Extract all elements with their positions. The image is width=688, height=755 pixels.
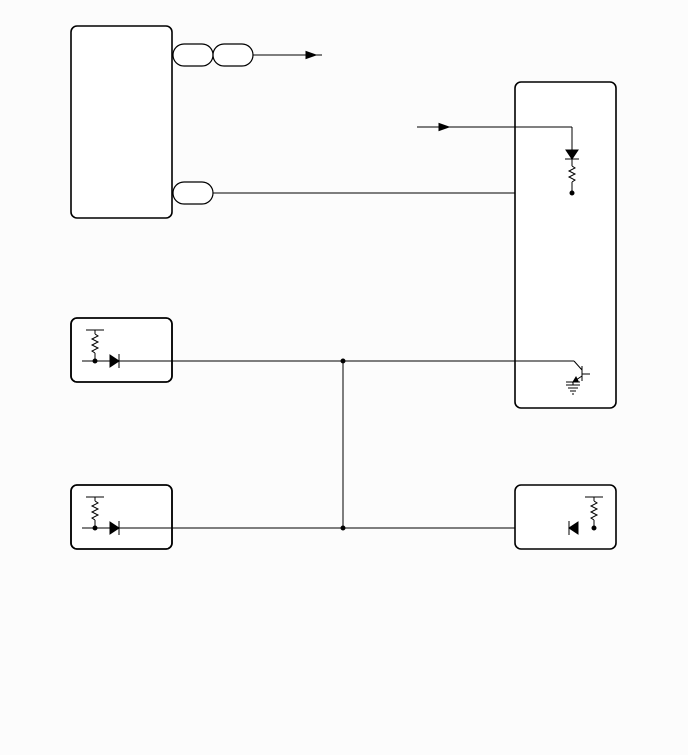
resistor-icon [589, 500, 599, 521]
connector-2 [212, 43, 254, 67]
module-bottom-left [70, 484, 173, 550]
diode-icon [109, 354, 120, 368]
module-bottom-right [514, 484, 617, 550]
connector-1 [172, 43, 214, 67]
junction-dot [569, 190, 575, 196]
diode-icon [568, 521, 579, 535]
resistor-icon [90, 500, 100, 521]
diode-icon [565, 149, 579, 160]
connector-3 [172, 181, 214, 205]
arrow-icon [438, 122, 451, 132]
diode-icon [109, 521, 120, 535]
module-right-tall [514, 81, 617, 409]
resistor-icon [90, 333, 100, 354]
resistor-icon [567, 165, 577, 183]
module-bottom-left-border [70, 484, 173, 550]
module-mid-left-border [70, 317, 173, 383]
arrow-icon [305, 50, 318, 60]
module-mid-left [70, 317, 173, 383]
module-top-left [70, 25, 173, 219]
junction-dot [591, 525, 597, 531]
transistor-lead [573, 360, 583, 371]
